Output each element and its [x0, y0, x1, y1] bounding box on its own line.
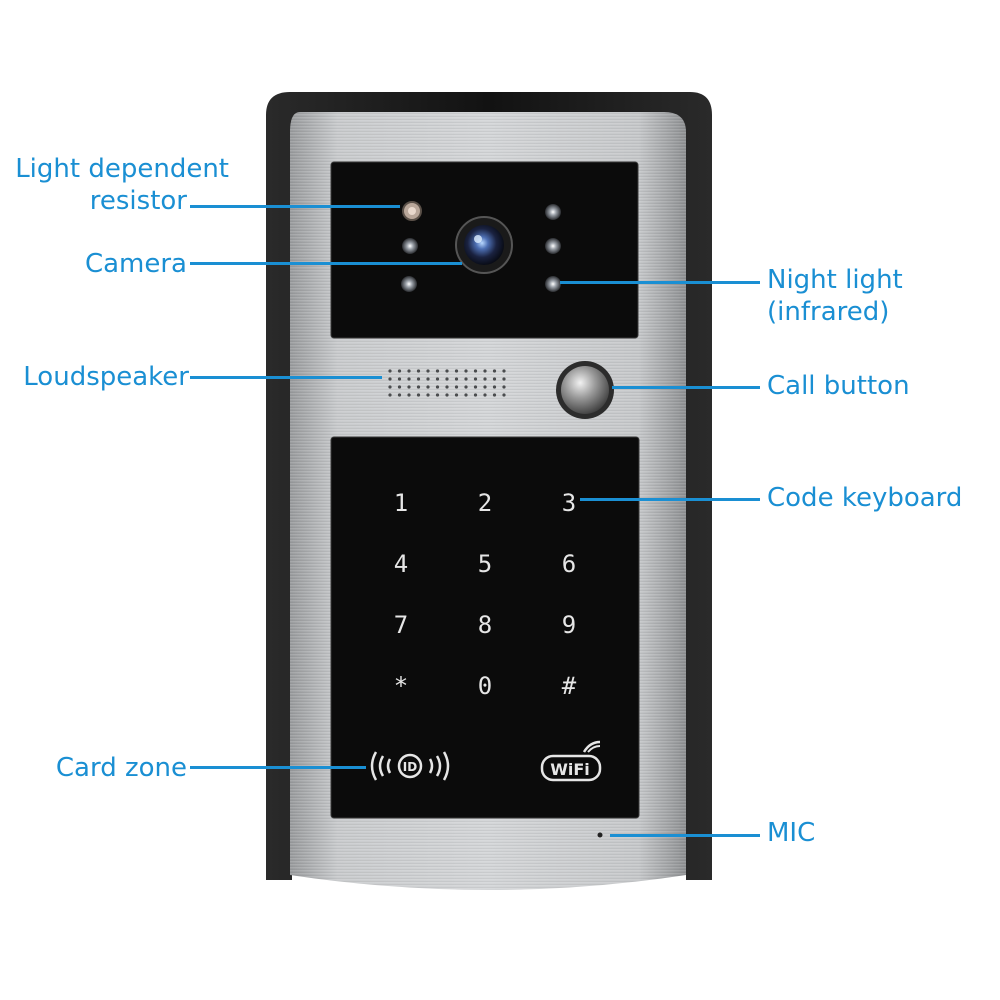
- grille-hole: [454, 393, 459, 397]
- mic-hole-icon: [597, 832, 603, 838]
- leader-code-keyboard: [580, 498, 760, 501]
- leader-card-zone: [190, 766, 366, 769]
- label-mic: MIC: [767, 818, 816, 848]
- grille-hole: [445, 385, 449, 389]
- wifi-logo-text: WiFi: [550, 760, 590, 779]
- grille-hole: [492, 369, 497, 373]
- leader-loudspeaker: [190, 376, 382, 379]
- key-star[interactable]: *: [393, 672, 409, 700]
- grille-hole: [445, 393, 449, 397]
- grille-hole: [454, 369, 459, 373]
- leader-night-light: [560, 281, 760, 284]
- grille-hole: [483, 369, 487, 373]
- grille-hole: [435, 369, 440, 373]
- key-5[interactable]: 5: [477, 550, 493, 578]
- grille-hole: [492, 377, 497, 381]
- grille-hole: [464, 385, 468, 389]
- label-code-keyboard: Code keyboard: [767, 483, 963, 513]
- leader-ldr: [190, 205, 400, 208]
- grille-hole: [483, 377, 487, 381]
- key-1[interactable]: 1: [393, 489, 409, 517]
- leader-mic: [610, 834, 760, 837]
- grille-hole: [397, 369, 402, 373]
- grille-hole: [407, 377, 411, 381]
- grille-hole: [454, 377, 459, 381]
- rfid-id-icon: [370, 751, 450, 781]
- label-card-zone: Card zone: [55, 753, 187, 783]
- ir-led-group: [401, 204, 561, 292]
- grille-hole: [426, 385, 430, 389]
- grille-hole: [473, 385, 478, 389]
- key-4[interactable]: 4: [393, 550, 409, 578]
- grille-hole: [473, 393, 478, 397]
- key-hash[interactable]: #: [561, 672, 577, 700]
- label-call-button: Call button: [767, 371, 910, 401]
- grille-hole: [416, 385, 421, 389]
- grille-hole: [388, 369, 392, 373]
- grille-hole: [473, 377, 478, 381]
- ir-led-icon: [545, 276, 561, 292]
- grille-hole: [416, 369, 421, 373]
- grille-hole: [397, 385, 402, 389]
- key-2[interactable]: 2: [477, 489, 493, 517]
- grille-hole: [445, 377, 449, 381]
- grille-hole: [426, 393, 430, 397]
- label-ldr-line1: Light dependent: [15, 154, 229, 184]
- grille-hole: [483, 393, 487, 397]
- grille-hole: [445, 369, 449, 373]
- grille-hole: [426, 369, 430, 373]
- grille-hole: [388, 385, 392, 389]
- label-ldr-line2: resistor: [89, 186, 187, 216]
- grille-hole: [435, 393, 440, 397]
- grille-hole: [407, 369, 411, 373]
- grille-hole: [473, 369, 478, 373]
- grille-hole: [416, 393, 421, 397]
- label-night-light-line2: (infrared): [767, 297, 890, 327]
- keypad-glass: [330, 436, 640, 819]
- label-camera: Camera: [84, 249, 187, 279]
- id-logo-text: ID: [403, 760, 417, 774]
- ir-led-icon: [402, 238, 418, 254]
- ir-led-icon: [401, 276, 417, 292]
- grille-hole: [502, 385, 506, 389]
- key-0[interactable]: 0: [477, 672, 493, 700]
- grille-hole: [397, 393, 402, 397]
- grille-hole: [435, 377, 440, 381]
- grille-hole: [492, 385, 497, 389]
- grille-hole: [502, 369, 506, 373]
- grille-hole: [426, 377, 430, 381]
- grille-hole: [388, 377, 392, 381]
- ir-led-icon: [545, 204, 561, 220]
- key-9[interactable]: 9: [561, 611, 577, 639]
- key-8[interactable]: 8: [477, 611, 493, 639]
- grille-hole: [502, 393, 506, 397]
- grille-hole: [492, 393, 497, 397]
- grille-hole: [435, 385, 440, 389]
- grille-hole: [464, 377, 468, 381]
- leader-call-button: [612, 386, 760, 389]
- grille-hole: [483, 385, 487, 389]
- grille-hole: [397, 377, 402, 381]
- label-loudspeaker: Loudspeaker: [23, 362, 189, 392]
- grille-hole: [416, 377, 421, 381]
- wifi-logo-icon: [540, 740, 602, 782]
- loudspeaker-grille: [388, 369, 506, 397]
- key-3[interactable]: 3: [561, 489, 577, 517]
- ir-led-icon: [545, 238, 561, 254]
- grille-hole: [464, 393, 468, 397]
- grille-hole: [407, 385, 411, 389]
- grille-hole: [388, 393, 392, 397]
- leader-camera: [190, 262, 462, 265]
- label-night-light-line1: Night light: [767, 265, 903, 295]
- grille-hole: [407, 393, 411, 397]
- grille-hole: [502, 377, 506, 381]
- grille-hole: [454, 385, 459, 389]
- key-7[interactable]: 7: [393, 611, 409, 639]
- key-6[interactable]: 6: [561, 550, 577, 578]
- grille-hole: [464, 369, 468, 373]
